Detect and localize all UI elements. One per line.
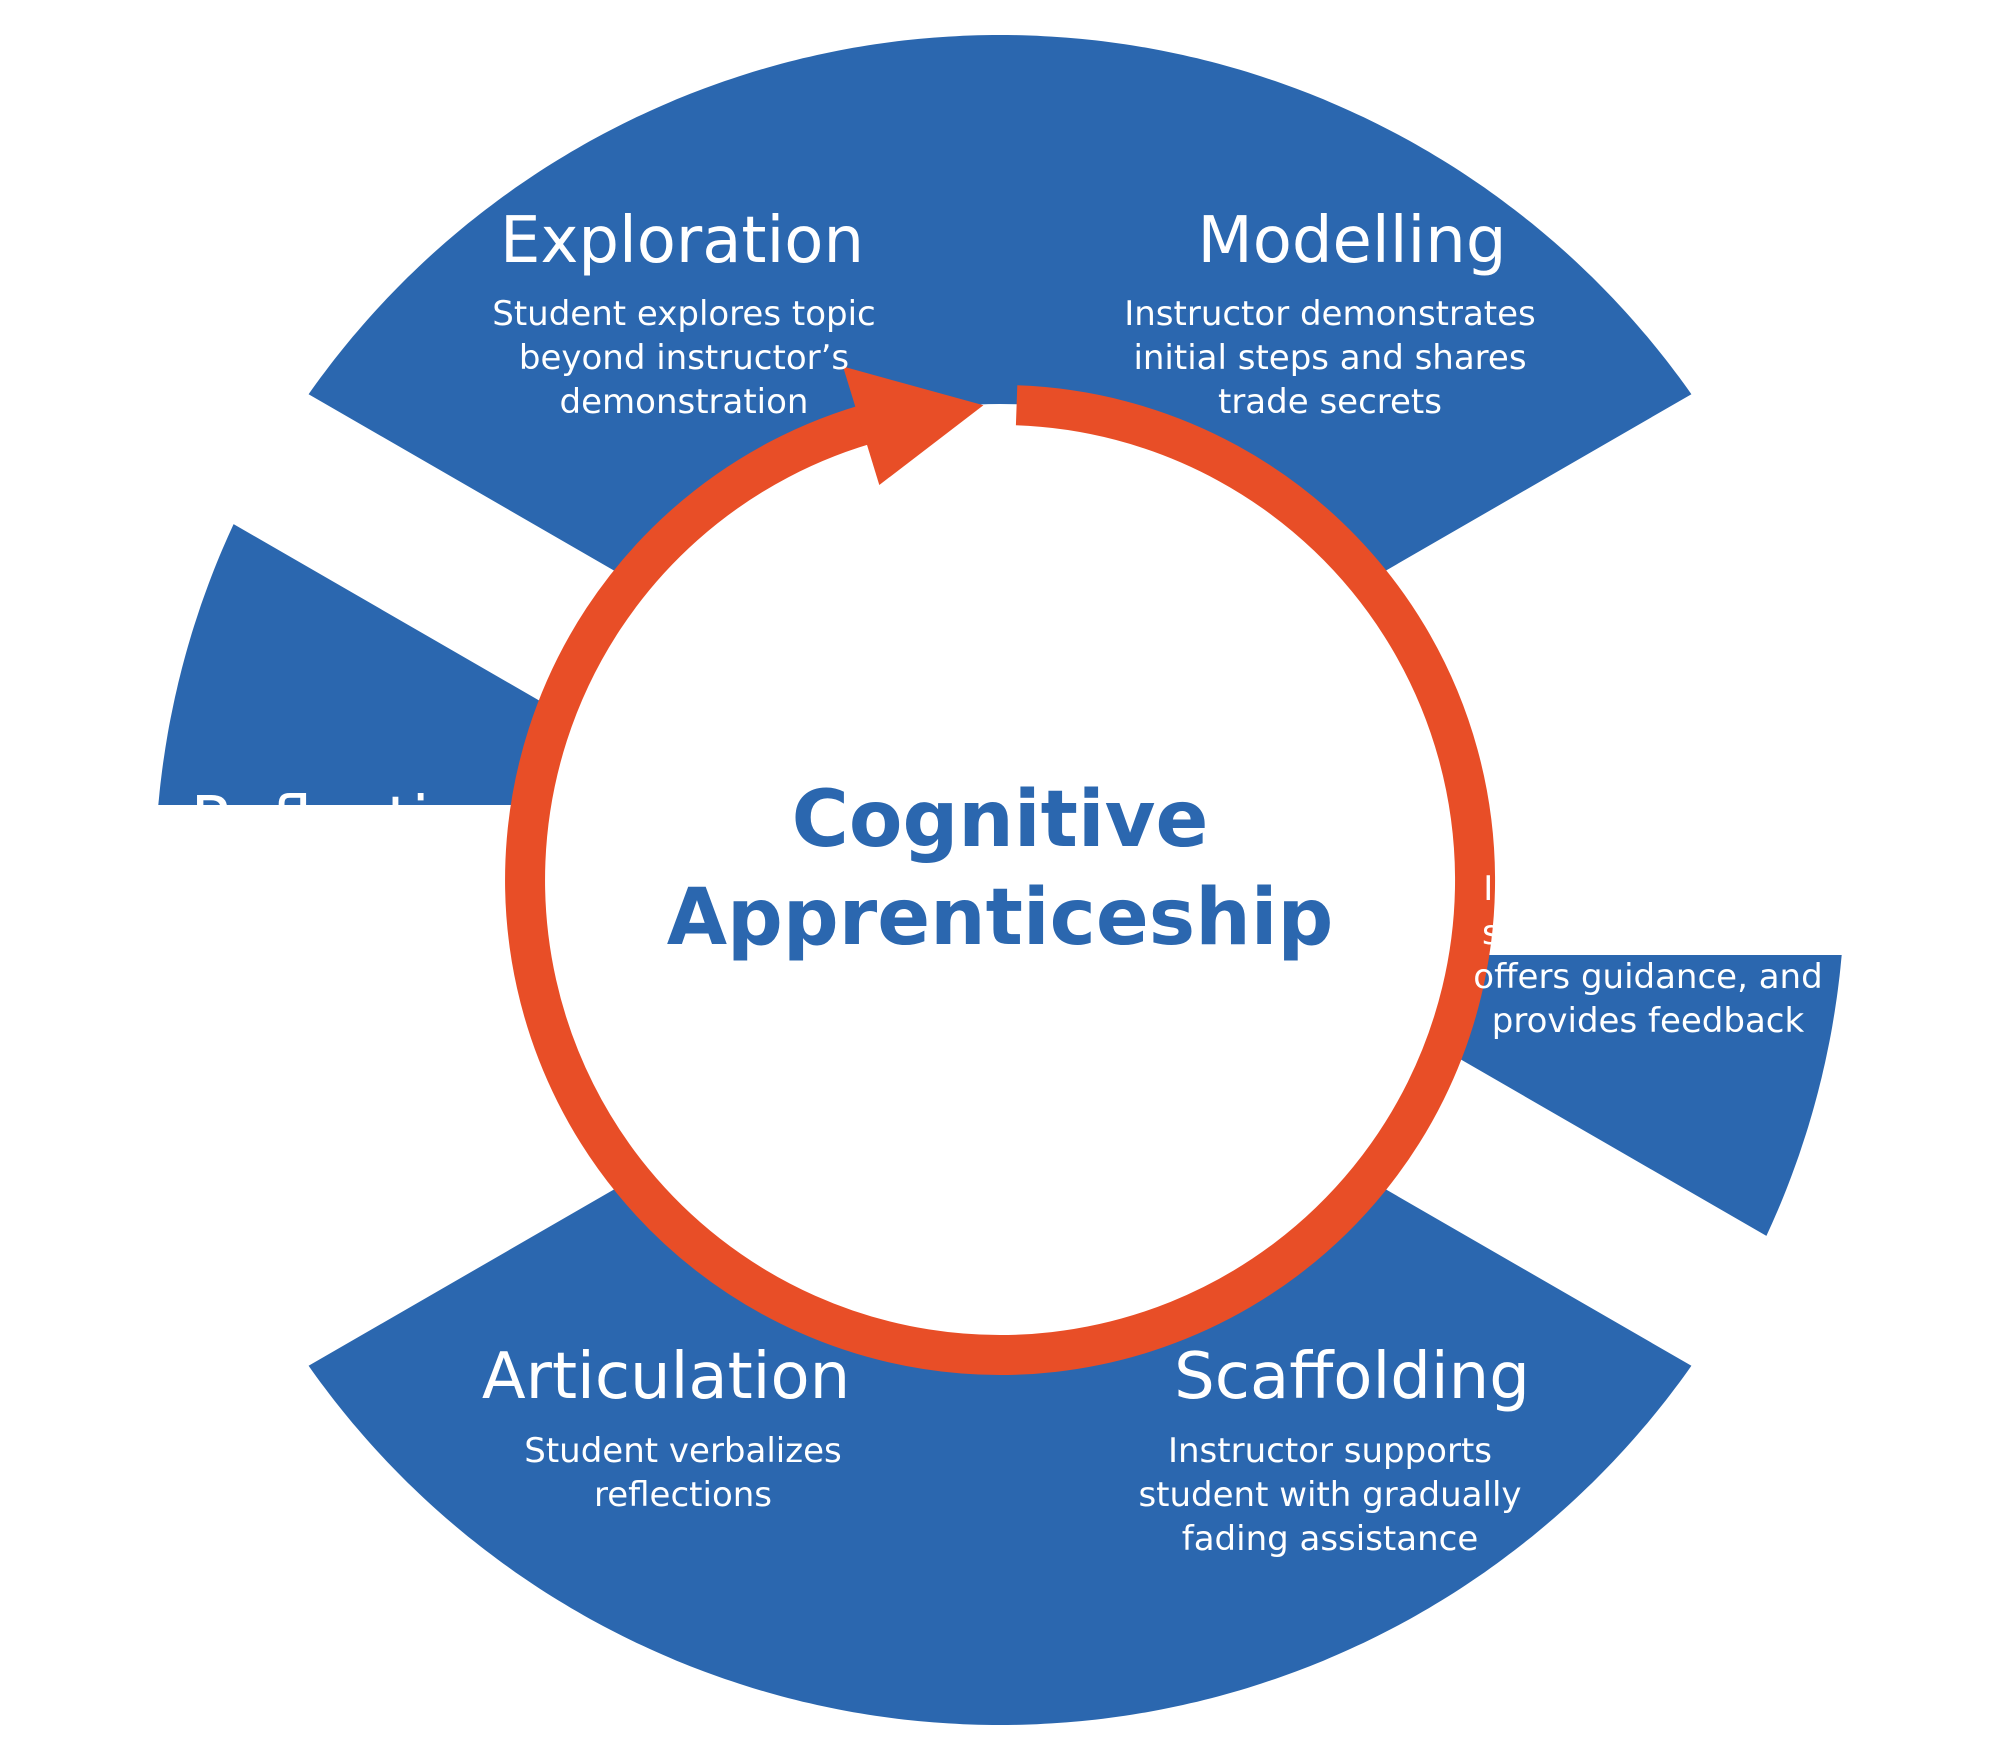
label-modelling: Modelling Instructor demonstrates initia… — [1124, 204, 1536, 422]
segment-exploration-title: Exploration — [500, 204, 864, 278]
segment-articulation-title: Articulation — [482, 1340, 850, 1414]
segment-articulation-desc-line: Student verbalizes — [524, 1431, 841, 1471]
label-articulation: Articulation Student verbalizes reflecti… — [482, 1340, 850, 1515]
segment-reflection-desc-line: Student — [267, 869, 401, 909]
segment-scaffolding-title: Scaffolding — [1174, 1340, 1530, 1414]
segment-modelling-desc-line: Instructor demonstrates — [1124, 294, 1536, 334]
center-title-line2: Apprenticeship — [667, 873, 1334, 963]
cycle-arrow-head — [843, 366, 984, 485]
label-coaching: Coaching Instructor observes student's a… — [1473, 784, 1822, 1041]
segment-reflection-desc-line: self-assesses — [223, 913, 445, 953]
segment-modelling-title: Modelling — [1198, 204, 1507, 278]
segment-exploration-desc-line: Student explores topic — [492, 294, 875, 334]
segment-reflection-title: Reflection — [191, 784, 509, 858]
segment-exploration-desc-line: beyond instructor’s — [519, 338, 849, 378]
label-exploration: Exploration Student explores topic beyon… — [492, 204, 875, 422]
center-disc — [524, 404, 1476, 1356]
segment-scaffolding-desc-line: fading assistance — [1182, 1519, 1479, 1559]
segment-scaffolding-desc-line: Instructor supports — [1168, 1431, 1492, 1471]
segment-exploration-desc-line: demonstration — [560, 382, 809, 422]
segment-modelling-desc-line: trade secrets — [1218, 382, 1442, 422]
label-scaffolding: Scaffolding Instructor supports student … — [1138, 1340, 1529, 1559]
segment-coaching-title: Coaching — [1499, 784, 1797, 858]
segment-modelling-desc-line: initial steps and shares — [1133, 338, 1526, 378]
segment-scaffolding-desc-line: student with gradually — [1138, 1475, 1521, 1515]
center-title-line1: Cognitive — [792, 775, 1209, 865]
segment-coaching-desc-line: Instructor observes — [1483, 869, 1813, 909]
segment-coaching-desc-line: student's activities, — [1482, 913, 1814, 953]
cycle-arrow-ring — [505, 385, 1496, 1375]
label-reflection: Reflection Student self-assesses perform… — [191, 784, 509, 997]
segment-reflection-desc-line: performance — [225, 957, 443, 997]
segment-articulation-desc-line: reflections — [594, 1475, 772, 1515]
segment-coaching-desc-line: offers guidance, and — [1473, 957, 1822, 997]
segment-coaching-desc-line: provides feedback — [1492, 1001, 1805, 1041]
